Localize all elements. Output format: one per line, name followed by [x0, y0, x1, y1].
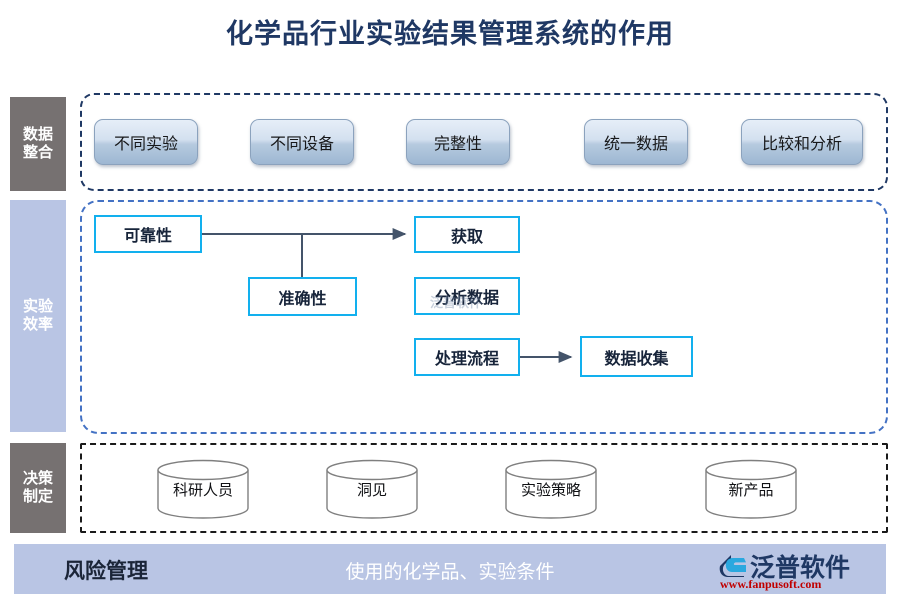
logo-wordmark: 泛普软件: [750, 555, 851, 582]
cylinder-icon: [705, 459, 797, 519]
integration-button-4[interactable]: 比较和分析: [741, 119, 863, 165]
decision-cylinder-3[interactable]: 新产品: [703, 458, 799, 520]
efficiency-node-process[interactable]: 处理流程: [414, 338, 520, 376]
cylinder-icon: [505, 459, 597, 519]
stage-label-decision: 决策 制定: [10, 443, 66, 533]
logo-url: www.fanpusoft.com: [720, 577, 822, 591]
stage-label-decision-line2: 制定: [22, 488, 53, 505]
efficiency-node-analyze[interactable]: 分析数据: [414, 277, 520, 315]
decision-cylinder-1-label: 洞见: [356, 481, 387, 499]
footer-left-label: 风险管理: [64, 559, 148, 583]
cylinder-icon: [326, 459, 418, 519]
integration-button-1[interactable]: 不同设备: [250, 119, 354, 165]
page-title: 化学品行业实验结果管理系统的作用: [226, 19, 674, 49]
decision-cylinder-1[interactable]: 洞见: [324, 458, 420, 520]
fanpu-swirl-icon: [719, 555, 746, 577]
stage-label-integration-line2: 整合: [22, 144, 53, 161]
decision-cylinder-0-label: 科研人员: [172, 481, 233, 499]
decision-cylinder-2-label: 实验策略: [520, 481, 581, 499]
cylinder-icon: [157, 459, 249, 519]
stage-label-efficiency-line2: 效率: [22, 316, 53, 333]
stage-label-integration: 数据 整合: [10, 97, 66, 191]
logo-row: 泛普软件: [718, 548, 850, 584]
efficiency-node-reliability[interactable]: 可靠性: [94, 215, 202, 253]
group-container-efficiency: [80, 200, 888, 434]
group-container-integration: [80, 93, 888, 191]
footer-bar: 使用的化学品、实验条件 风险管理 泛普软件 www.fanpusoft.com: [14, 544, 886, 594]
stage-label-integration-line1: 数据: [22, 126, 53, 144]
efficiency-node-accuracy[interactable]: 准确性: [248, 277, 357, 316]
efficiency-node-acquire[interactable]: 获取: [414, 216, 520, 253]
efficiency-node-collect[interactable]: 数据收集: [580, 336, 693, 377]
integration-button-3[interactable]: 统一数据: [584, 119, 688, 165]
decision-cylinder-0[interactable]: 科研人员: [155, 458, 251, 520]
footer-center-label: 使用的化学品、实验条件: [345, 562, 555, 583]
stage-label-efficiency: 实验 效率: [10, 200, 66, 432]
stage-label-efficiency-line1: 实验: [22, 298, 53, 316]
integration-button-0[interactable]: 不同实验: [94, 119, 198, 165]
brand-logo[interactable]: 泛普软件 www.fanpusoft.com: [718, 548, 880, 592]
integration-button-2[interactable]: 完整性: [406, 119, 510, 165]
group-container-decision: [80, 443, 888, 533]
stage-label-decision-line1: 决策: [22, 470, 53, 488]
decision-cylinder-2[interactable]: 实验策略: [503, 458, 599, 520]
decision-cylinder-3-label: 新产品: [728, 481, 774, 499]
